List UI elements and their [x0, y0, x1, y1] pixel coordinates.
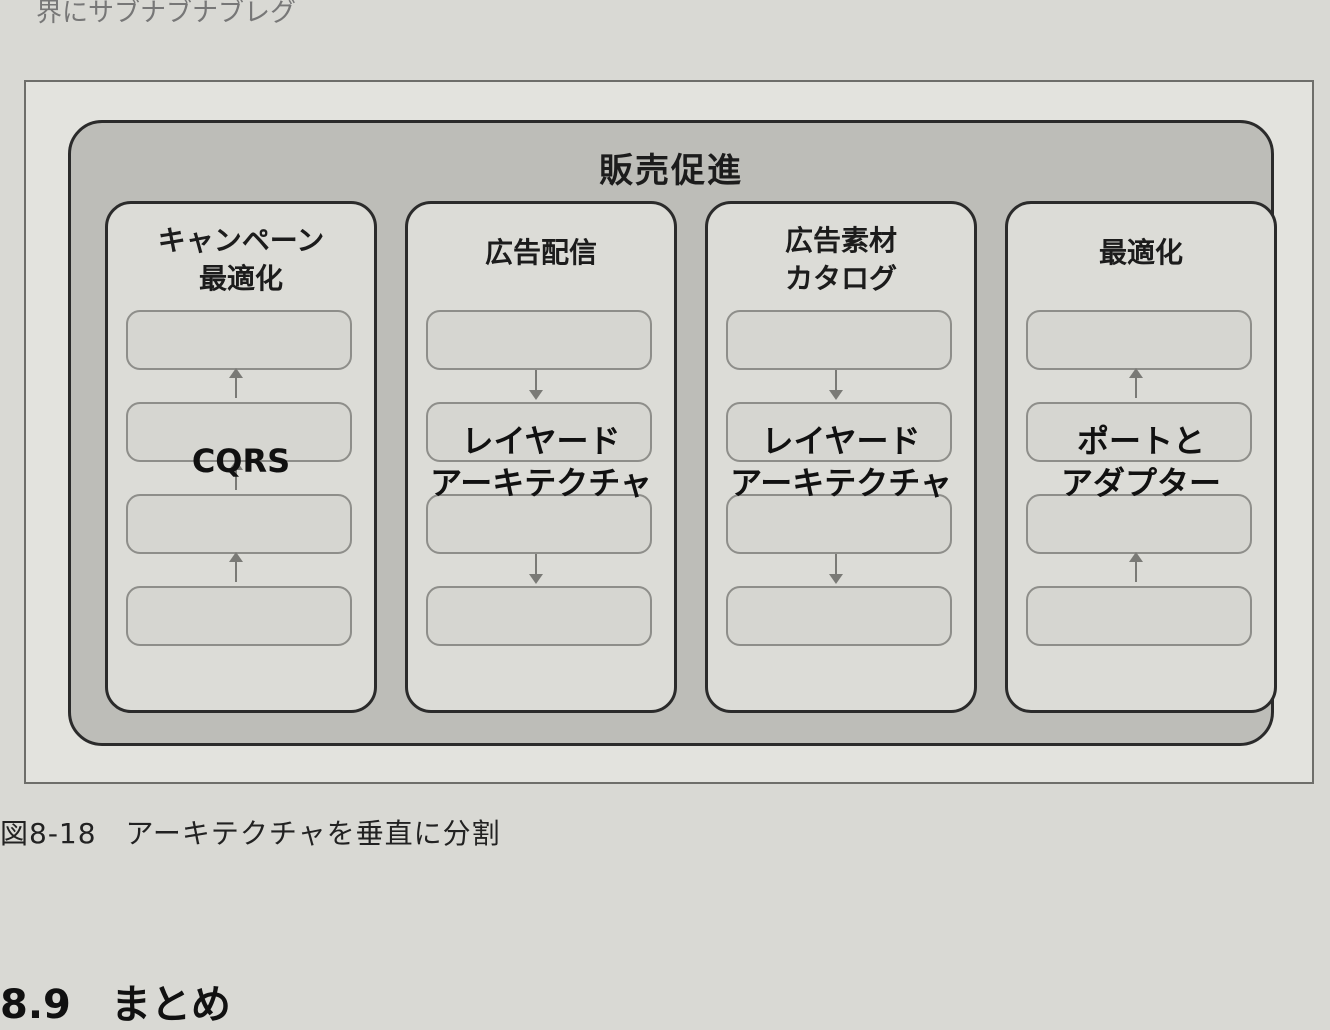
layer-box [126, 494, 352, 554]
column-campaign-optimization: キャンペーン 最適化 CQRS [105, 201, 377, 713]
bounded-context-sales-promotion: 販売促進 キャンペーン 最適化 CQRS 広告配信 レイヤード アーキテクチャ [68, 120, 1277, 746]
arrow-up-icon [1129, 552, 1143, 582]
outer-title: 販売促進 [599, 151, 743, 191]
page-top-text: 界にサブナブナブレグ [36, 0, 297, 28]
layer-box [126, 586, 352, 646]
layer-box [726, 494, 952, 554]
layer-box [726, 310, 952, 370]
figure-caption: 図8-18 アーキテクチャを垂直に分割 [0, 817, 501, 850]
layer-box [426, 494, 652, 554]
layer-box [1026, 586, 1252, 646]
arrow-down-icon [529, 370, 543, 400]
column-title: キャンペーン 最適化 [157, 224, 325, 295]
arrow-down-icon [529, 554, 543, 584]
layer-box [1026, 402, 1252, 462]
column-title: 最適化 [1098, 236, 1183, 269]
layer-box [426, 586, 652, 646]
layer-box [426, 402, 652, 462]
column-ad-creative-catalog: 広告素材 カタログ レイヤード アーキテクチャ [705, 201, 977, 713]
arrow-up-icon [229, 460, 243, 490]
column-optimization: 最適化 ポートと アダプター [1005, 201, 1277, 713]
column-title: 広告配信 [484, 236, 597, 269]
column-ad-delivery: 広告配信 レイヤード アーキテクチャ [405, 201, 677, 713]
arrow-up-icon [1129, 368, 1143, 398]
layer-box [726, 586, 952, 646]
architecture-label: レイヤード アーキテクチャ [730, 422, 952, 502]
layer-box [726, 402, 952, 462]
architecture-label: ポートと アダプター [1060, 422, 1221, 502]
layer-box [126, 310, 352, 370]
layer-box [1026, 310, 1252, 370]
figure-frame: 販売促進 キャンペーン 最適化 CQRS 広告配信 レイヤード アーキテクチャ [24, 80, 1314, 784]
arrow-up-icon [229, 368, 243, 398]
architecture-label: CQRS [191, 442, 291, 480]
arrow-down-icon [829, 370, 843, 400]
section-heading: 8.9 まとめ [0, 982, 231, 1028]
architecture-label: レイヤード アーキテクチャ [430, 422, 652, 502]
column-title: 広告素材 カタログ [784, 224, 897, 295]
layer-box [426, 310, 652, 370]
arrow-up-icon [229, 552, 243, 582]
arrow-down-icon [829, 554, 843, 584]
